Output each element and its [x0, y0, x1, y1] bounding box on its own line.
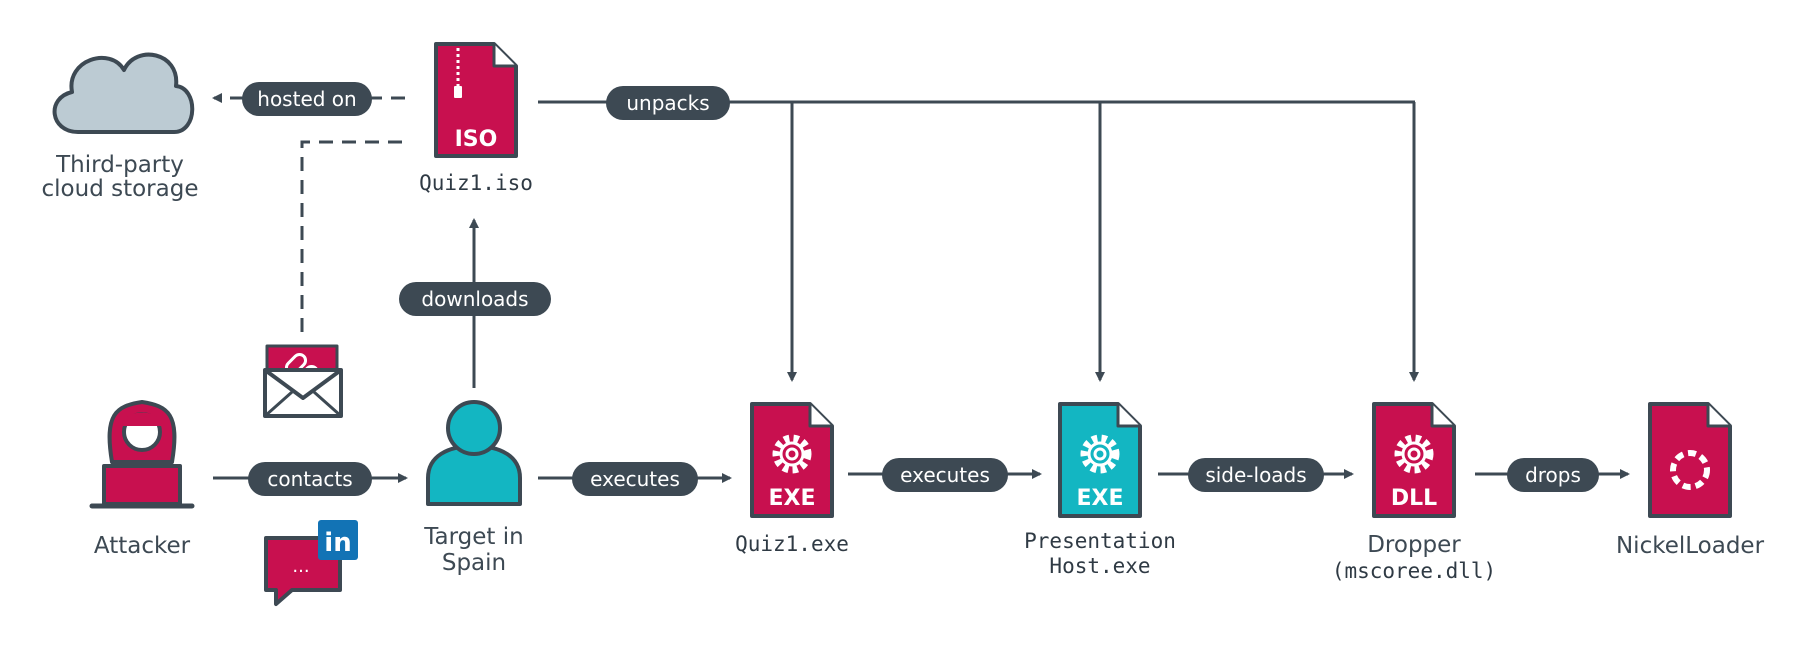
iso-label: Quiz1.iso — [419, 171, 533, 195]
target-label-line-1: Target in — [423, 524, 523, 550]
downloads-label: downloads — [421, 287, 528, 311]
cloud-icon — [52, 52, 195, 134]
dropper-node: DLL Dropper (mscoree.dll) — [1332, 402, 1496, 583]
message-dots: ... — [292, 556, 309, 577]
cloud-label-line-1: Third-party — [55, 152, 184, 178]
target-label-line-2: Spain — [442, 550, 506, 576]
dropper-badge: DLL — [1391, 486, 1437, 511]
presentation-badge: EXE — [1076, 486, 1123, 511]
zip-file-icon — [434, 42, 518, 158]
unpacks-pill: unpacks — [606, 86, 730, 120]
iso-node: ISO Quiz1.iso — [419, 42, 533, 195]
presentation-label-line-1: Presentation — [1024, 529, 1176, 553]
presentation-label-line-2: Host.exe — [1049, 554, 1150, 578]
gear-file-icon — [1058, 402, 1142, 518]
hooded-hacker-icon — [89, 400, 195, 509]
attacker-label: Attacker — [94, 533, 191, 559]
downloads-pill: downloads — [399, 282, 551, 316]
gear-file-icon — [750, 402, 834, 518]
drops-pill: drops — [1507, 458, 1599, 492]
email-link-icon — [263, 344, 343, 418]
attacker-node: Attacker — [89, 400, 195, 559]
target-node: Target in Spain — [423, 400, 524, 576]
hosted-on-label: hosted on — [257, 87, 356, 111]
iso-email-link — [300, 140, 402, 340]
executes-label-2: executes — [900, 463, 990, 487]
linkedin-message-icon: ... in — [264, 520, 358, 606]
gear-file-icon — [1372, 402, 1456, 518]
quiz-exe-label: Quiz1.exe — [735, 532, 849, 556]
nickel-node: NickelLoader — [1616, 402, 1765, 559]
hosted-on-pill: hosted on — [242, 82, 372, 116]
cloud-label-line-2: cloud storage — [42, 176, 199, 202]
side-loads-label: side-loads — [1205, 463, 1306, 487]
contacts-label: contacts — [267, 467, 352, 491]
cloud-node: Third-party cloud storage — [42, 52, 199, 202]
quiz-exe-node: EXE Quiz1.exe — [735, 402, 849, 556]
dropper-label-line-1: Dropper — [1367, 532, 1461, 558]
iso-badge: ISO — [455, 127, 498, 152]
dropper-label-line-2: (mscoree.dll) — [1332, 559, 1496, 583]
executes-pill-1: executes — [572, 462, 698, 496]
contacts-pill: contacts — [248, 462, 372, 496]
quiz-exe-badge: EXE — [768, 486, 815, 511]
person-icon — [426, 400, 522, 506]
presentation-node: EXE Presentation Host.exe — [1024, 402, 1176, 578]
side-loads-pill: side-loads — [1188, 458, 1324, 492]
executes-label-1: executes — [590, 467, 680, 491]
linkedin-badge: in — [324, 528, 351, 558]
loader-file-icon — [1648, 402, 1732, 518]
drops-label: drops — [1525, 463, 1581, 487]
executes-pill-2: executes — [882, 458, 1008, 492]
nickel-label: NickelLoader — [1616, 533, 1765, 559]
unpacks-label: unpacks — [626, 91, 709, 115]
